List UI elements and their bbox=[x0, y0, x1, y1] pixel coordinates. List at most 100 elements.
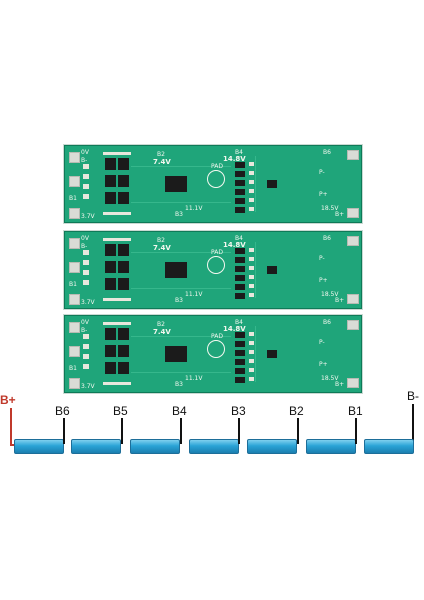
sense-resistor bbox=[235, 198, 245, 204]
b-plus-pad bbox=[347, 208, 359, 218]
sense-resistor bbox=[235, 284, 245, 290]
trace bbox=[131, 372, 231, 373]
tap-label-b2: B2 bbox=[289, 404, 304, 418]
mosfet bbox=[105, 278, 116, 290]
resistor bbox=[83, 334, 89, 339]
smd-part bbox=[249, 350, 254, 354]
smd-part bbox=[249, 341, 254, 345]
label-b3: B3 bbox=[175, 297, 183, 304]
mosfet bbox=[118, 175, 129, 187]
b6-pad bbox=[347, 150, 359, 160]
label-p-minus: P- bbox=[319, 169, 325, 176]
smd-part bbox=[249, 293, 254, 297]
trace bbox=[255, 242, 256, 298]
bottom-left-pad bbox=[69, 378, 80, 389]
tap-wire-b2 bbox=[297, 418, 299, 444]
sense-resistor bbox=[235, 332, 245, 338]
battery-cell-2 bbox=[71, 439, 121, 454]
label-pad: PAD bbox=[211, 249, 223, 256]
pad-circle bbox=[207, 170, 225, 188]
b1-pad bbox=[69, 262, 80, 273]
sense-resistor bbox=[235, 377, 245, 383]
b6-pad bbox=[347, 236, 359, 246]
mosfet bbox=[105, 362, 116, 374]
sense-resistor bbox=[235, 162, 245, 168]
label-7-4v: 7.4V bbox=[153, 244, 171, 252]
trace bbox=[131, 166, 231, 167]
label-3-7v: 3.7V bbox=[81, 213, 95, 220]
pad-circle bbox=[207, 256, 225, 274]
tap-wire-b5 bbox=[121, 418, 123, 444]
resistor bbox=[83, 270, 89, 275]
label-18-5v: 18.5V bbox=[321, 205, 339, 212]
trace bbox=[131, 336, 231, 337]
label-b1: B1 bbox=[69, 195, 77, 202]
b-minus-pad bbox=[69, 152, 80, 163]
tap-label-b5: B5 bbox=[113, 404, 128, 418]
mosfet bbox=[105, 261, 116, 273]
b6-pad bbox=[347, 320, 359, 330]
resistor bbox=[83, 250, 89, 255]
mosfet bbox=[118, 244, 129, 256]
label-b-plus: B+ bbox=[335, 211, 345, 218]
mosfet bbox=[118, 278, 129, 290]
label-14-8v: 14.8V bbox=[223, 325, 246, 333]
label-b6: B6 bbox=[323, 149, 331, 156]
smd-part bbox=[249, 368, 254, 372]
b-minus-wire-vertical bbox=[412, 404, 414, 446]
b-minus-pad bbox=[69, 238, 80, 249]
sense-resistor bbox=[235, 350, 245, 356]
label-11-1v: 11.1V bbox=[185, 291, 203, 298]
b-plus-wire-vertical bbox=[10, 408, 12, 446]
sense-resistor bbox=[235, 359, 245, 365]
mosfet-strip bbox=[103, 238, 131, 241]
pad-circle bbox=[207, 340, 225, 358]
label-b4: B4 bbox=[235, 319, 243, 326]
mosfet-strip bbox=[103, 382, 131, 385]
mosfet bbox=[105, 345, 116, 357]
sense-resistor bbox=[235, 248, 245, 254]
resistor bbox=[83, 354, 89, 359]
label-0v: 0V bbox=[81, 149, 89, 156]
smd-part bbox=[249, 171, 254, 175]
smd-part bbox=[249, 284, 254, 288]
label-p-plus: P+ bbox=[319, 361, 328, 368]
mosfet bbox=[105, 328, 116, 340]
resistor bbox=[83, 280, 89, 285]
tap-wire-b3 bbox=[238, 418, 240, 444]
b-plus-pad bbox=[347, 294, 359, 304]
sense-resistor bbox=[235, 180, 245, 186]
mosfet bbox=[118, 192, 129, 204]
battery-cell-7 bbox=[364, 439, 414, 454]
label-14-8v: 14.8V bbox=[223, 241, 246, 249]
b-plus-pad bbox=[347, 378, 359, 388]
tap-label-b3: B3 bbox=[231, 404, 246, 418]
resistor bbox=[83, 194, 89, 199]
mosfet bbox=[105, 175, 116, 187]
label-p-minus: P- bbox=[319, 339, 325, 346]
sense-resistor bbox=[235, 207, 245, 213]
b1-pad bbox=[69, 346, 80, 357]
label-p-plus: P+ bbox=[319, 191, 328, 198]
resistor bbox=[83, 364, 89, 369]
label-b4: B4 bbox=[235, 235, 243, 242]
label-b3: B3 bbox=[175, 211, 183, 218]
smd-part bbox=[249, 207, 254, 211]
smd-part bbox=[249, 275, 254, 279]
trace bbox=[131, 252, 231, 253]
sense-resistor bbox=[235, 293, 245, 299]
label-b-plus: B+ bbox=[335, 381, 345, 388]
mosfet-strip bbox=[103, 322, 131, 325]
trace bbox=[131, 202, 231, 203]
sense-resistor bbox=[235, 171, 245, 177]
label-b1: B1 bbox=[69, 365, 77, 372]
smd-part bbox=[249, 248, 254, 252]
sense-resistor bbox=[235, 189, 245, 195]
b1-pad bbox=[69, 176, 80, 187]
label-0v: 0V bbox=[81, 235, 89, 242]
label-b2: B2 bbox=[157, 237, 165, 244]
mosfet bbox=[105, 158, 116, 170]
battery-cell-4 bbox=[189, 439, 239, 454]
label-b6: B6 bbox=[323, 235, 331, 242]
smd-part bbox=[249, 180, 254, 184]
